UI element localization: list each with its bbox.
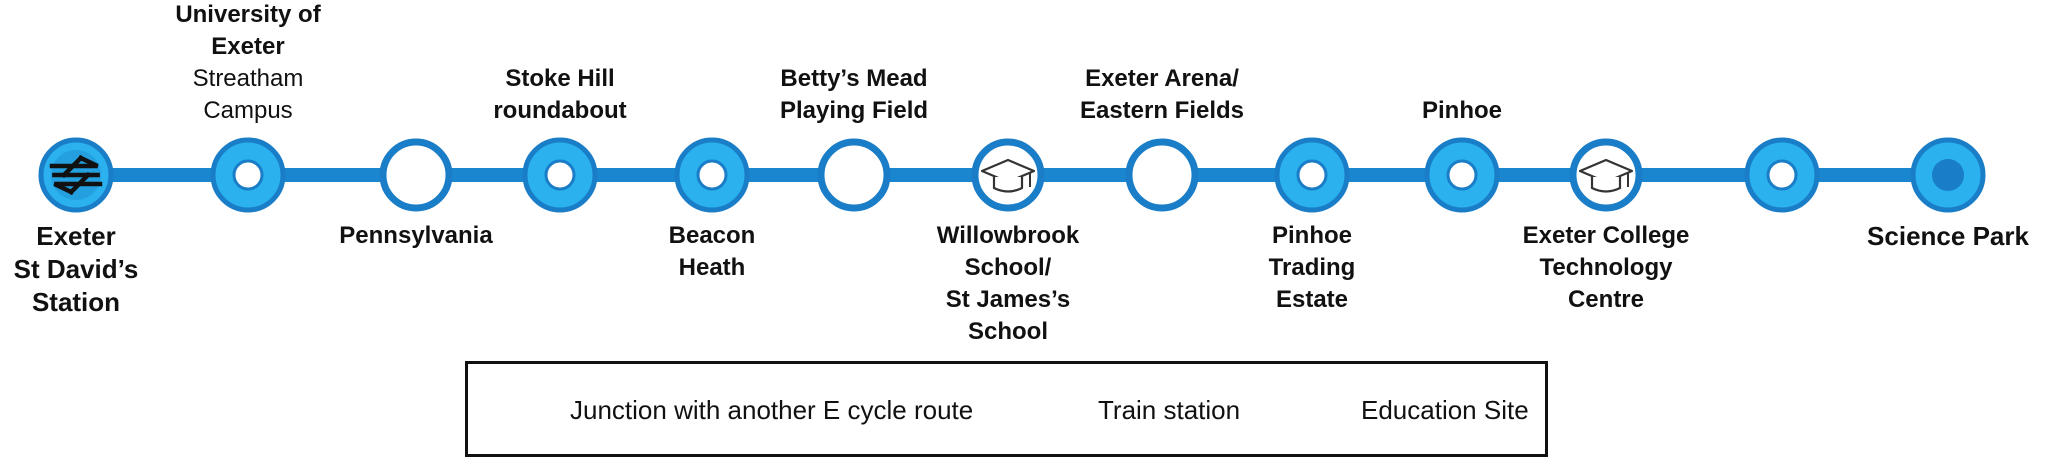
stop-exeter-st-davids xyxy=(38,137,114,213)
stop-pennsylvania xyxy=(379,138,453,212)
stop-label-line: Pinhoe xyxy=(1271,222,1353,249)
legend-junction-label: Junction with another E cycle route xyxy=(570,395,974,425)
stop-label-line: Campus xyxy=(203,97,293,124)
stop-label-line: Exeter Arena/ xyxy=(1085,65,1239,92)
stop-label-line: Heath xyxy=(678,254,746,281)
stop-pinhoe xyxy=(1424,137,1500,213)
graduation-cap-icon xyxy=(980,158,1036,193)
stop-label-line: Centre xyxy=(1567,286,1645,313)
stop-label-line: Betty’s Mead xyxy=(780,65,928,92)
stop-science-park xyxy=(1910,137,1986,213)
stop-university-of-exeter xyxy=(210,137,286,213)
stop-label-line: Exeter College xyxy=(1522,222,1690,249)
stop-label-line: School xyxy=(967,318,1049,345)
stop-label-science-park: Science Park xyxy=(1867,220,2029,253)
stop-label-line: roundabout xyxy=(493,97,627,124)
stop-label-line: Trading xyxy=(1268,254,1356,281)
stop-label-line: University of xyxy=(175,1,321,28)
stop-label-pinhoe: Pinhoe xyxy=(1422,95,1502,127)
stop-label-line: Willowbrook xyxy=(936,222,1080,249)
stop-label-line: Science Park xyxy=(1867,221,2029,251)
stop-label-line: School/ xyxy=(964,254,1052,281)
stop-label-line: Pennsylvania xyxy=(339,222,493,249)
stop-label-line: Exeter xyxy=(36,221,116,251)
stop-label-pennsylvania: Pennsylvania xyxy=(339,220,492,252)
stop-label-line: Streatham xyxy=(192,65,304,92)
stop-exeter-college-technology-centre xyxy=(1569,138,1643,212)
stop-label-line: Pinhoe xyxy=(1421,97,1503,124)
stop-label-line: Playing Field xyxy=(779,97,929,124)
stop-label-exeter-arena: Exeter Arena/Eastern Fields xyxy=(1080,63,1244,127)
stop-label-line: Eastern Fields xyxy=(1079,97,1245,124)
legend-box: Junction with another E cycle route Trai… xyxy=(465,361,1548,457)
stop-exeter-arena xyxy=(1125,138,1199,212)
stop-label-line: Technology xyxy=(1539,254,1673,281)
legend-education-label: Education Site xyxy=(1361,395,1529,425)
stop-label-line: Stoke Hill xyxy=(505,65,615,92)
stop-label-line: St David’s xyxy=(13,254,139,284)
stop-bettys-mead xyxy=(817,138,891,212)
stop-unnamed-junction xyxy=(1744,137,1820,213)
stop-pinhoe-trading-estate xyxy=(1274,137,1350,213)
graduation-cap-icon xyxy=(1578,158,1634,193)
stop-label-line: Beacon xyxy=(668,222,756,249)
stop-label-stoke-hill-roundabout: Stoke Hill roundabout xyxy=(493,63,626,127)
stop-label-line: Estate xyxy=(1275,286,1349,313)
stop-stoke-hill-roundabout xyxy=(522,137,598,213)
stop-beacon-heath xyxy=(674,137,750,213)
stop-willowbrook-school xyxy=(971,138,1045,212)
legend-train-label: Train station xyxy=(1098,395,1241,425)
stop-label-line: Station xyxy=(31,287,121,317)
stop-label-line: St James’s xyxy=(945,286,1071,313)
train-station-icon xyxy=(49,154,103,196)
stop-label-line: Exeter xyxy=(211,33,285,60)
